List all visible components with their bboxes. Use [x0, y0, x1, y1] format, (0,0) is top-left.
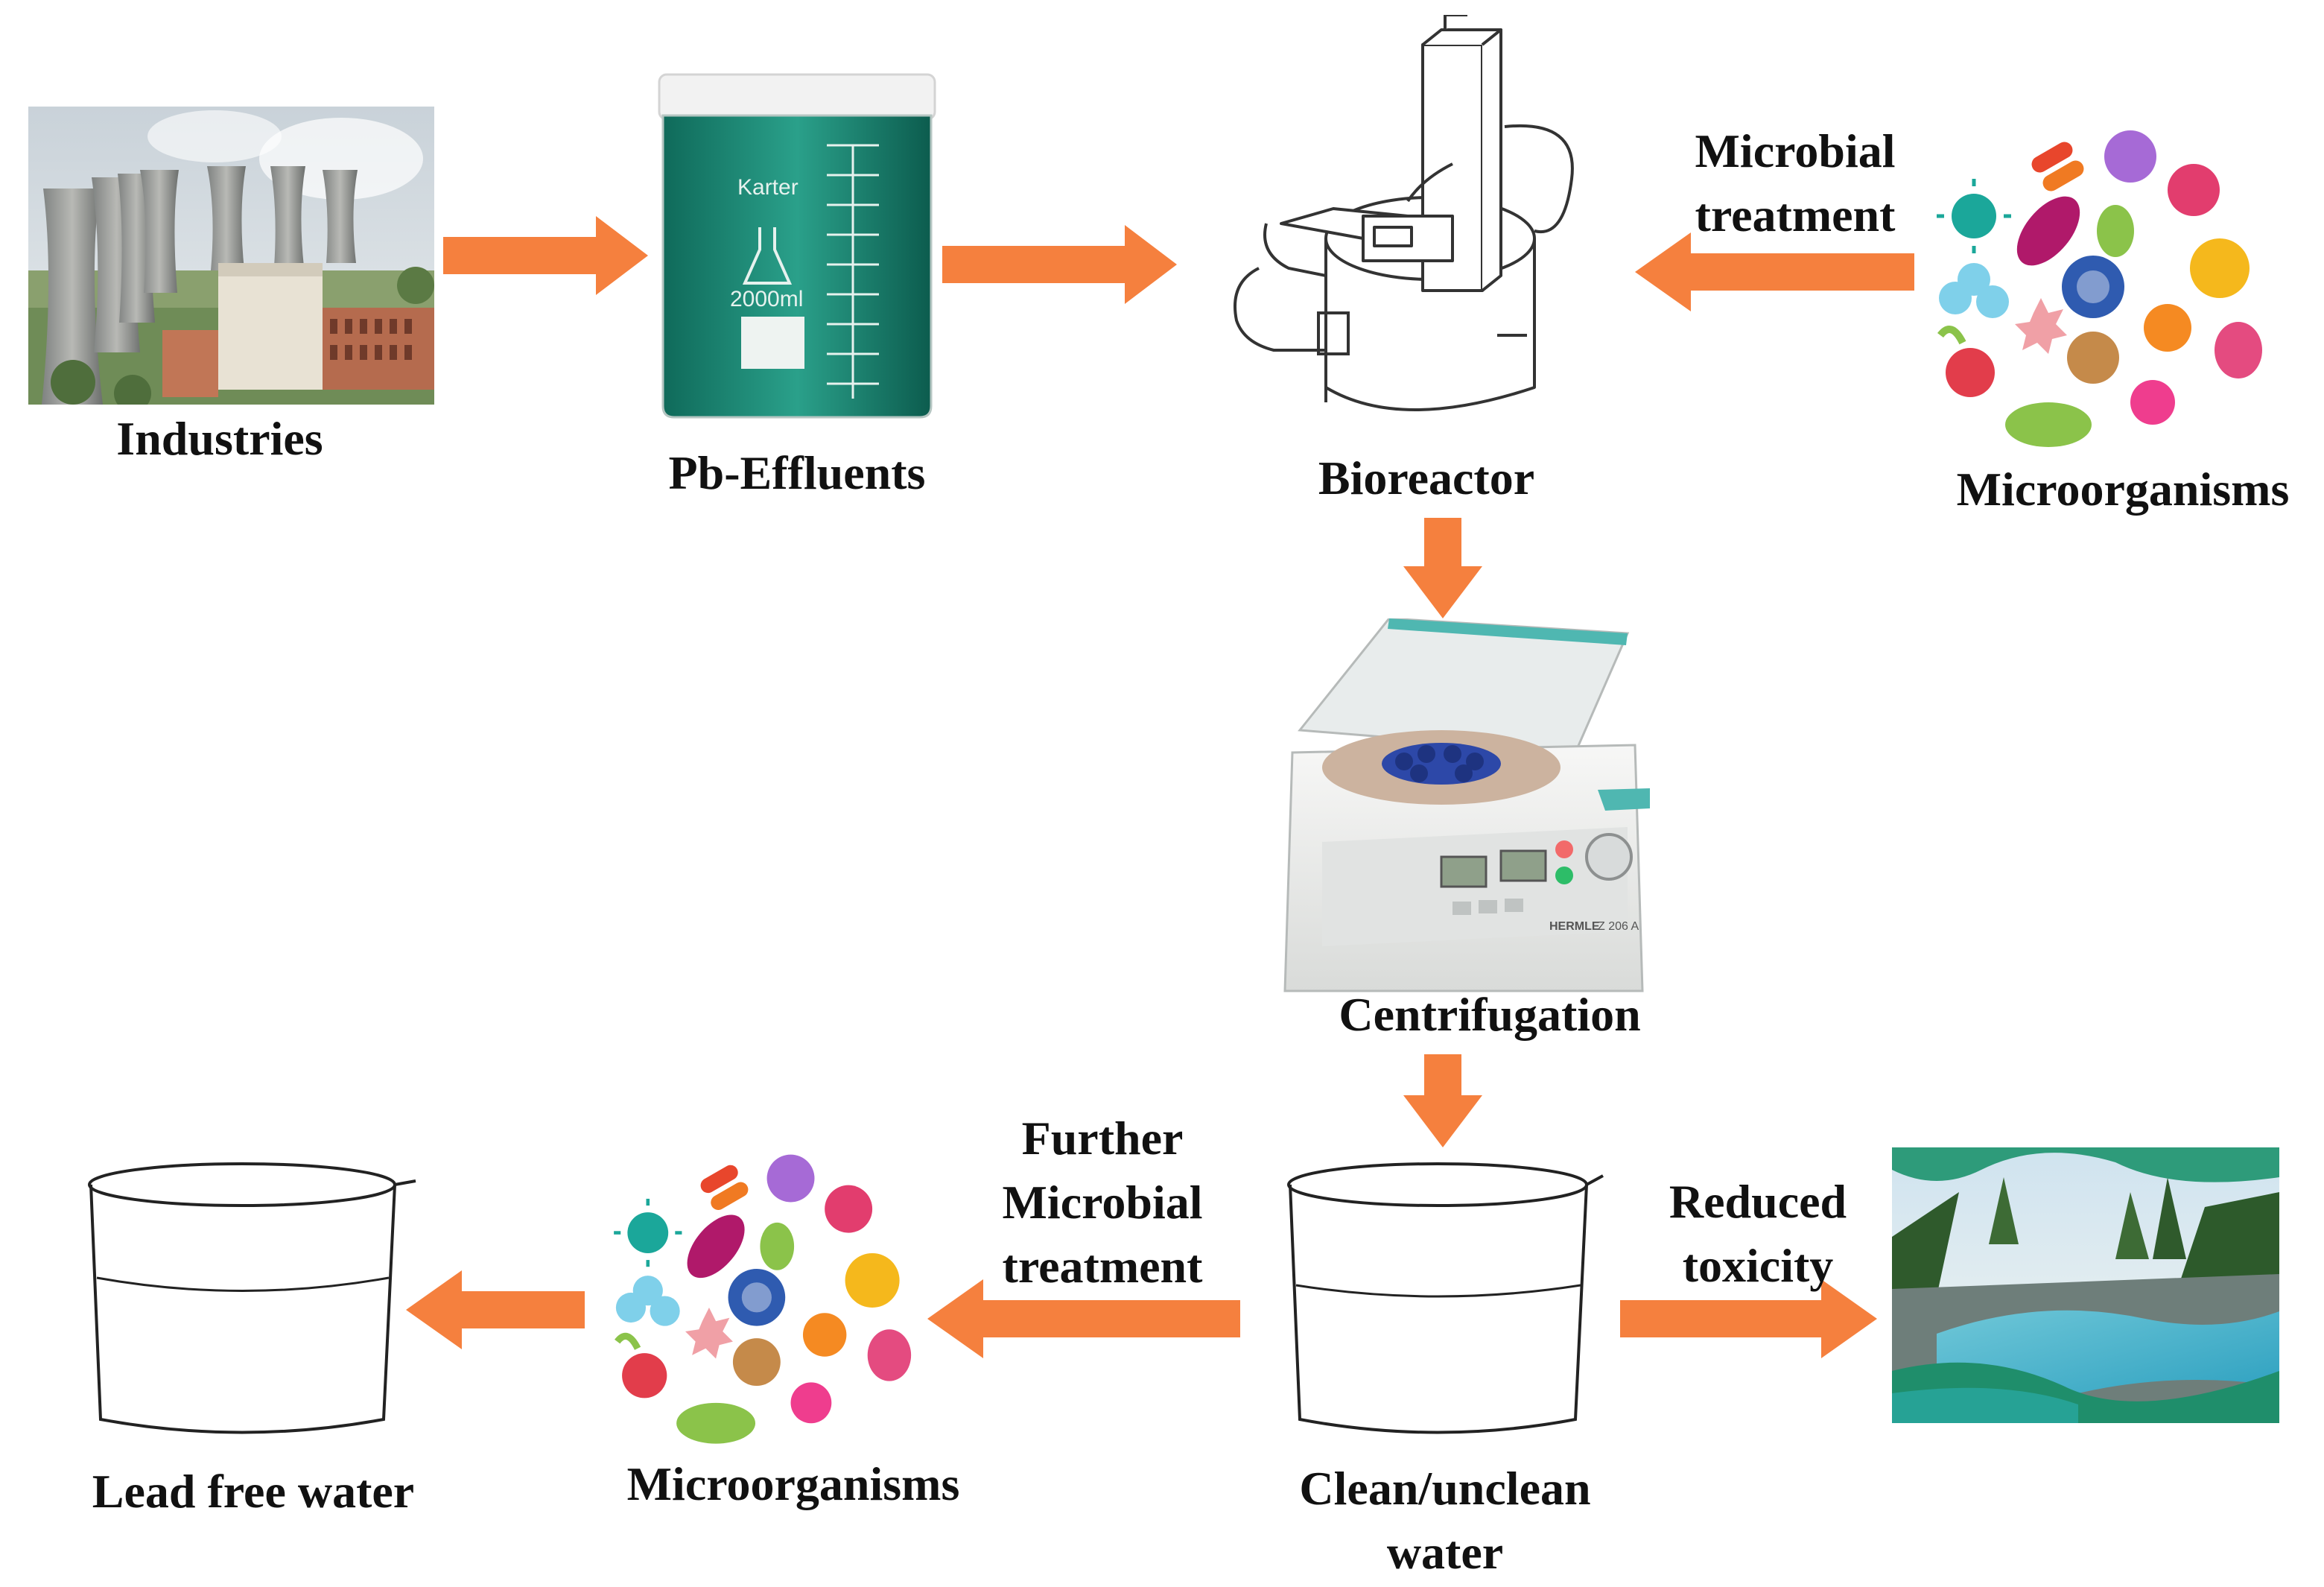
label-pb-effluents: Pb-Effluents: [668, 446, 926, 499]
label-industries: Industries: [116, 412, 323, 465]
beaker-brand: Karter: [737, 175, 799, 200]
label-microbial-treatment-line-1: Microbial: [1695, 124, 1896, 177]
beaker-volume: 2000ml: [730, 287, 804, 311]
river-image: [1892, 1147, 2279, 1423]
label-clean-unclean-water: Clean/unclean water: [1266, 1457, 1624, 1585]
label-bioreactor: Bioreactor: [1318, 452, 1535, 504]
label-reduced-toxicity-line-2: toxicity: [1682, 1239, 1834, 1292]
arrow-microbes-to-bioreactor: [1635, 232, 1914, 311]
label-further-microbial-treatment-line-1: Further: [1021, 1112, 1184, 1165]
label-further-microbial-treatment-line-2: Microbial: [1002, 1176, 1203, 1229]
label-microorganisms-top: Microorganisms: [1956, 463, 2290, 516]
microbes-image-bottom: [614, 1154, 912, 1444]
arrow-water-to-river: [1620, 1279, 1877, 1358]
label-reduced-toxicity: Reduced toxicity: [1639, 1170, 1877, 1298]
bioreactor-image: [1234, 15, 1574, 411]
label-clean-unclean-water-line-1: Clean/unclean: [1299, 1462, 1591, 1515]
microbes-image-top: [1937, 130, 2262, 447]
label-clean-unclean-water-line-2: water: [1386, 1526, 1504, 1579]
arrow-microbes-to-leadfree: [406, 1270, 585, 1349]
label-microbial-treatment-line-2: treatment: [1695, 189, 1896, 241]
arrow-bioreactor-to-centrifuge: [1403, 518, 1482, 618]
centrifuge-model: Z 206 A: [1598, 920, 1639, 933]
label-microbial-treatment: Microbial treatment: [1661, 119, 1929, 247]
arrow-industries-to-effluents: [443, 216, 648, 295]
beaker-image: Karter 2000ml: [655, 71, 939, 421]
arrow-effluents-to-bioreactor: [942, 225, 1177, 304]
label-further-microbial-treatment-line-3: treatment: [1002, 1240, 1203, 1293]
arrow-water-to-microbes: [927, 1279, 1240, 1358]
label-reduced-toxicity-line-1: Reduced: [1669, 1175, 1847, 1228]
water-beaker-left: [88, 1162, 416, 1434]
label-lead-free-water: Lead free water: [92, 1465, 415, 1518]
arrow-centrifuge-to-water: [1403, 1054, 1482, 1147]
industries-image: [28, 107, 434, 405]
water-beaker-center: [1287, 1162, 1604, 1434]
label-centrifugation: Centrifugation: [1339, 988, 1641, 1041]
centrifuge-image: HERMLE Z 206 A: [1277, 618, 1650, 1006]
label-further-microbial-treatment: Further Microbial treatment: [968, 1106, 1236, 1299]
centrifuge-brand: HERMLE: [1549, 920, 1600, 933]
label-microorganisms-bottom: Microorganisms: [626, 1457, 960, 1510]
